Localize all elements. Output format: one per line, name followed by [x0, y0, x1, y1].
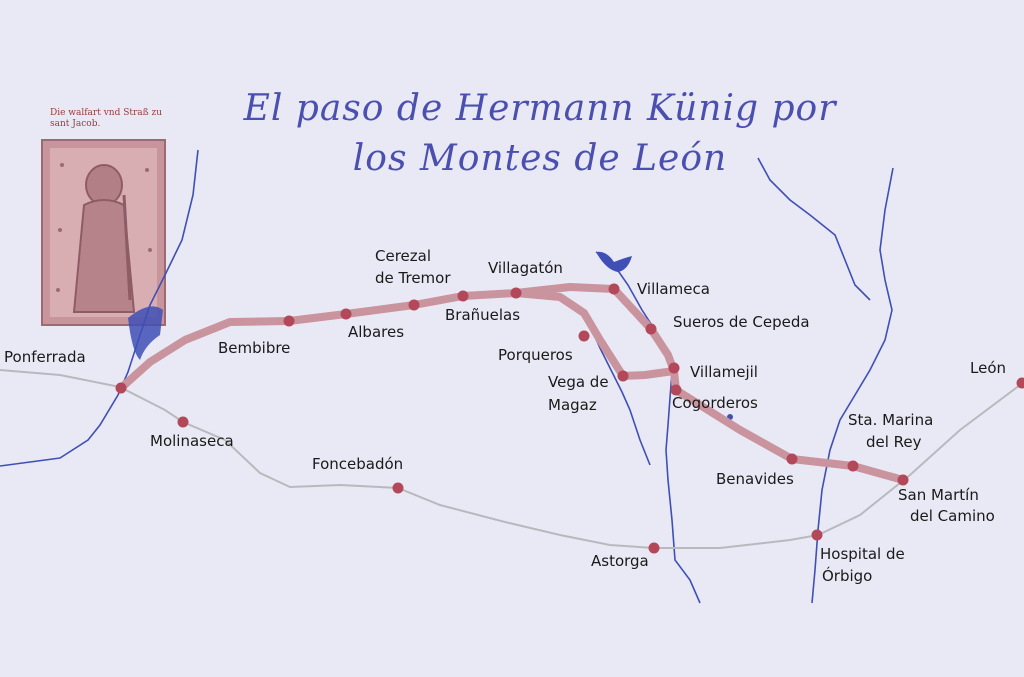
stop-cerezal [408, 299, 420, 311]
label-sta-marina-1: Sta. Marina [848, 411, 933, 429]
label-sueros: Sueros de Cepeda [673, 313, 810, 331]
river-tributary [757, 157, 871, 301]
stop-leon [1016, 377, 1024, 389]
stop-molinaseca [177, 416, 189, 428]
woodcut-caption: Die walfart vnd Straß zu sant Jacob. [50, 108, 163, 129]
camino-frances [0, 369, 1024, 549]
label-sta-marina-2: del Rey [866, 433, 922, 451]
map-title-line-2: los Montes de León [352, 138, 728, 179]
label-cogorderos: Cogorderos [672, 394, 758, 412]
stop-ponferrada [115, 382, 127, 394]
stop-albares [340, 308, 352, 320]
label-hospital-1: Hospital de [820, 545, 905, 563]
label-villagaton: Villagatón [488, 259, 563, 277]
river-orbigo [811, 167, 894, 604]
label-leon: León [970, 359, 1006, 377]
route-branch [512, 283, 907, 484]
stop-foncebadon [392, 482, 404, 494]
stop-villameca [608, 283, 620, 295]
stop-san-martin [897, 474, 909, 486]
lake [128, 306, 163, 360]
place-labels: Ponferrada Bembibre Albares Cerezal de T… [4, 247, 1006, 585]
label-hospital-2: Órbigo [822, 566, 872, 585]
stop-cogorderos [670, 384, 682, 396]
label-molinaseca: Molinaseca [150, 432, 234, 450]
label-san-martin-2: del Camino [910, 507, 995, 525]
river-sil [0, 149, 199, 467]
stop-astorga [648, 542, 660, 554]
label-villamejil: Villamejil [690, 363, 758, 381]
label-astorga: Astorga [591, 552, 649, 570]
label-san-martin-1: San Martín [898, 486, 979, 504]
stop-villagaton [510, 287, 522, 299]
label-vega-1: Vega de [548, 373, 609, 391]
label-branuelas: Brañuelas [445, 306, 520, 324]
label-foncebadon: Foncebadón [312, 455, 403, 473]
reservoir [596, 251, 632, 272]
label-villameca: Villameca [637, 280, 710, 298]
stop-vega-de-magaz [617, 370, 629, 382]
stop-villamejil [668, 362, 680, 374]
stop-sta-marina [847, 460, 859, 472]
map-title-line-1: El paso de Hermann Künig por [243, 88, 837, 129]
label-porqueros: Porqueros [498, 346, 573, 364]
label-ponferrada: Ponferrada [4, 348, 86, 366]
stop-hospital [811, 529, 823, 541]
stops [115, 283, 1024, 554]
stop-benavides [786, 453, 798, 465]
label-benavides: Benavides [716, 470, 794, 488]
label-vega-2: Magaz [548, 396, 597, 414]
rivers [0, 149, 894, 604]
label-cerezal-1: Cerezal [375, 247, 431, 265]
stop-bembibre [283, 315, 295, 327]
river-valle [591, 329, 651, 466]
stop-branuelas [457, 290, 469, 302]
stop-porqueros [578, 330, 590, 342]
river-tuerto [595, 251, 701, 604]
label-albares: Albares [348, 323, 404, 341]
woodcut-image [41, 139, 166, 326]
label-cerezal-2: de Tremor [375, 269, 451, 287]
label-bembibre: Bembibre [218, 339, 290, 357]
stop-sueros [645, 323, 657, 335]
